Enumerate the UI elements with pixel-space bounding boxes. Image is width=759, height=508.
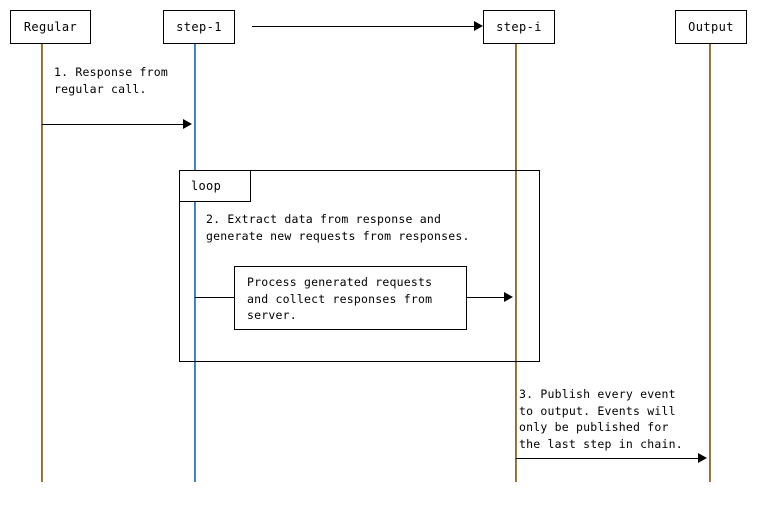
message-process-requests-arrowhead	[504, 292, 513, 302]
participant-output[interactable]: Output	[675, 10, 747, 44]
participant-step-1[interactable]: step-1	[163, 10, 235, 44]
lifeline-regular	[41, 44, 43, 482]
participant-regular-label: Regular	[23, 20, 78, 34]
note-process-generated-requests	[234, 266, 467, 330]
lifeline-step-i	[515, 44, 517, 482]
loop-fragment-body-text: 2. Extract data from response and genera…	[206, 212, 470, 243]
participant-step-i-label: step-i	[496, 20, 542, 34]
message-response-from-regular-line	[42, 124, 184, 125]
note-process-generated-requests-text: Process generated requests and collect r…	[247, 275, 433, 322]
loop-fragment-operator-label: loop	[191, 179, 222, 193]
message-response-from-regular-label: 1. Response from regular call.	[54, 65, 168, 96]
message-chain-link-arrowhead	[474, 21, 483, 31]
participant-regular[interactable]: Regular	[10, 10, 91, 44]
message-response-from-regular-arrowhead	[183, 119, 192, 129]
message-chain-link-line	[252, 26, 475, 27]
loop-fragment-operator-tab: loop	[179, 170, 251, 202]
loop-fragment	[179, 170, 540, 362]
participant-step-i[interactable]: step-i	[483, 10, 555, 44]
message-publish-events-arrowhead	[698, 453, 707, 463]
participant-output-label: Output	[688, 20, 734, 34]
lifeline-step-1	[194, 44, 196, 482]
participant-step-1-label: step-1	[176, 20, 222, 34]
message-publish-events-line	[516, 458, 699, 459]
lifeline-output	[709, 44, 711, 482]
message-publish-events-label: 3. Publish every event to output. Events…	[519, 387, 683, 451]
